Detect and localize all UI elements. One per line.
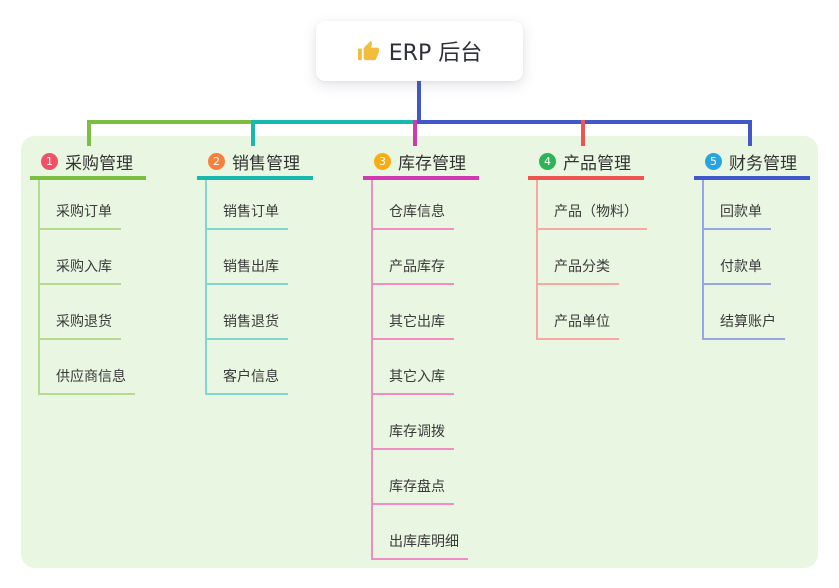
child-node[interactable]: 出库库明细	[363, 505, 479, 560]
branch-children-purchase: 采购订单 采购入库 采购退货 供应商信息	[30, 180, 146, 395]
branch-children-product: 产品（物料） 产品分类 产品单位	[528, 180, 647, 340]
branch-title-label: 销售管理	[232, 153, 300, 174]
child-node[interactable]: 回款单	[694, 180, 810, 230]
branch-title-label: 采购管理	[65, 153, 133, 174]
branch-number-badge: 1	[41, 152, 58, 170]
child-node[interactable]: 付款单	[694, 230, 810, 285]
child-node-label: 销售订单	[205, 201, 288, 230]
child-node-label: 产品（物料）	[536, 201, 647, 230]
connector-drop-sales	[251, 120, 255, 146]
thumbs-up-icon	[357, 40, 379, 60]
branch-children-sales: 销售订单 销售出库 销售退货 客户信息	[197, 180, 313, 395]
child-node-label: 其它入库	[371, 366, 454, 395]
child-node[interactable]: 产品分类	[528, 230, 644, 285]
child-node[interactable]: 其它入库	[363, 340, 479, 395]
child-node[interactable]: 库存调拨	[363, 395, 479, 450]
child-node[interactable]: 采购订单	[30, 180, 146, 230]
branches-panel	[21, 136, 818, 568]
root-node[interactable]: ERP 后台	[316, 21, 523, 81]
connector-drop-purchase	[87, 120, 91, 146]
child-node-label: 回款单	[702, 201, 771, 230]
branch-title-purchase[interactable]: 1 采购管理	[30, 146, 146, 180]
child-node[interactable]: 产品单位	[528, 285, 644, 340]
connector-drop-inventory	[413, 120, 417, 146]
child-node-label: 采购入库	[38, 256, 121, 285]
child-node-label: 供应商信息	[38, 366, 135, 395]
branch-node-inventory[interactable]: 3 库存管理 仓库信息 产品库存 其它出库 其它入库 库存调拨 库存盘点 出库库…	[363, 146, 479, 560]
branch-number-badge: 5	[705, 152, 722, 170]
child-node[interactable]: 采购退货	[30, 285, 146, 340]
child-node-label: 库存盘点	[371, 476, 454, 505]
child-node-label: 付款单	[702, 256, 771, 285]
child-node[interactable]: 库存盘点	[363, 450, 479, 505]
branch-children-finance: 回款单 付款单 结算账户	[694, 180, 810, 340]
child-node[interactable]: 产品（物料）	[528, 180, 647, 230]
child-node-label: 采购退货	[38, 311, 121, 340]
child-node-label: 产品分类	[536, 256, 619, 285]
branch-node-finance[interactable]: 5 财务管理 回款单 付款单 结算账户	[694, 146, 810, 340]
child-node[interactable]: 销售出库	[197, 230, 313, 285]
branch-number-badge: 4	[539, 152, 556, 170]
root-node-label: ERP 后台	[388, 41, 483, 66]
child-node[interactable]: 客户信息	[197, 340, 313, 395]
child-node-label: 结算账户	[702, 311, 785, 340]
child-node[interactable]: 供应商信息	[30, 340, 146, 395]
branch-title-sales[interactable]: 2 销售管理	[197, 146, 313, 180]
branch-node-purchase[interactable]: 1 采购管理 采购订单 采购入库 采购退货 供应商信息	[30, 146, 146, 395]
child-node[interactable]: 产品库存	[363, 230, 479, 285]
branch-title-product[interactable]: 4 产品管理	[528, 146, 644, 180]
child-node-label: 采购订单	[38, 201, 121, 230]
branch-title-inventory[interactable]: 3 库存管理	[363, 146, 479, 180]
branch-children-inventory: 仓库信息 产品库存 其它出库 其它入库 库存调拨 库存盘点 出库库明细	[363, 180, 479, 560]
child-node-label: 产品单位	[536, 311, 619, 340]
branch-title-label: 库存管理	[398, 153, 466, 174]
child-node-label: 出库库明细	[371, 531, 468, 560]
connector-horizontal-teal	[251, 120, 421, 124]
branch-number-badge: 3	[374, 152, 391, 170]
child-node-label: 销售出库	[205, 256, 288, 285]
child-node-label: 库存调拨	[371, 421, 454, 450]
connector-root-vertical	[417, 81, 421, 124]
branch-title-finance[interactable]: 5 财务管理	[694, 146, 810, 180]
branch-number-badge: 2	[208, 152, 225, 170]
branch-node-product[interactable]: 4 产品管理 产品（物料） 产品分类 产品单位	[528, 146, 647, 340]
connector-drop-product	[581, 120, 585, 146]
child-node-label: 仓库信息	[371, 201, 454, 230]
child-node-label: 客户信息	[205, 366, 288, 395]
child-node-label: 其它出库	[371, 311, 454, 340]
child-node[interactable]: 结算账户	[694, 285, 810, 340]
child-node[interactable]: 采购入库	[30, 230, 146, 285]
branch-title-label: 产品管理	[563, 153, 631, 174]
branch-title-label: 财务管理	[729, 153, 797, 174]
child-node[interactable]: 仓库信息	[363, 180, 479, 230]
branch-node-sales[interactable]: 2 销售管理 销售订单 销售出库 销售退货 客户信息	[197, 146, 313, 395]
child-node[interactable]: 销售退货	[197, 285, 313, 340]
child-node-label: 销售退货	[205, 311, 288, 340]
child-node[interactable]: 其它出库	[363, 285, 479, 340]
child-node-label: 产品库存	[371, 256, 454, 285]
connector-drop-finance	[748, 120, 752, 146]
child-node[interactable]: 销售订单	[197, 180, 313, 230]
